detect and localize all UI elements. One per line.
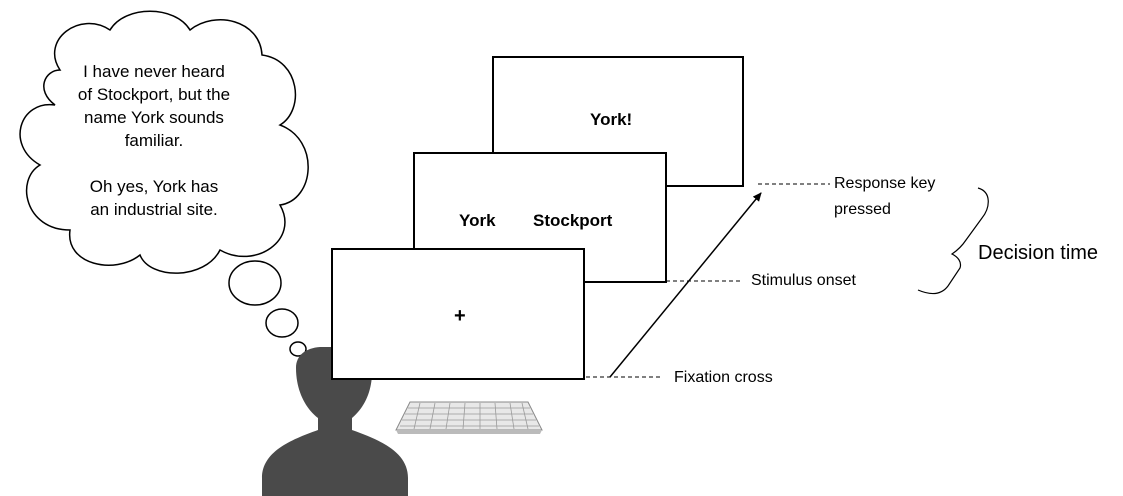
thought-line-4: familiar.: [124, 131, 184, 150]
stimulus-right-option: Stockport: [533, 211, 613, 230]
leader-lines: [586, 183, 830, 378]
thought-line-3: name York sounds: [84, 108, 224, 127]
decision-time-label: Decision time: [978, 242, 1099, 264]
thought-bubble-icon: [19, 10, 309, 357]
response-choice: York!: [590, 110, 633, 129]
time-arrow: [609, 192, 762, 378]
decision-brace: [917, 187, 989, 295]
keyboard-icon: [395, 401, 543, 434]
thought-line-5: Oh yes, York has: [89, 177, 219, 196]
response-label-line-1: Response key: [834, 175, 936, 192]
thought-line-1: I have never heard: [83, 62, 225, 81]
fixation-cross-symbol: +: [454, 305, 466, 327]
thought-line-2: of Stockport, but the: [77, 85, 231, 104]
response-label-line-2: pressed: [834, 201, 891, 218]
thought-line-6: an industrial site.: [90, 200, 218, 219]
fixation-screen: +: [331, 248, 585, 380]
person-silhouette-icon: [262, 347, 408, 496]
fixation-cross-label: Fixation cross: [674, 369, 773, 386]
stimulus-onset-label: Stimulus onset: [751, 272, 856, 289]
thought-text: I have never heard of Stockport, but the…: [44, 60, 264, 221]
stimulus-left-option: York: [459, 211, 496, 230]
